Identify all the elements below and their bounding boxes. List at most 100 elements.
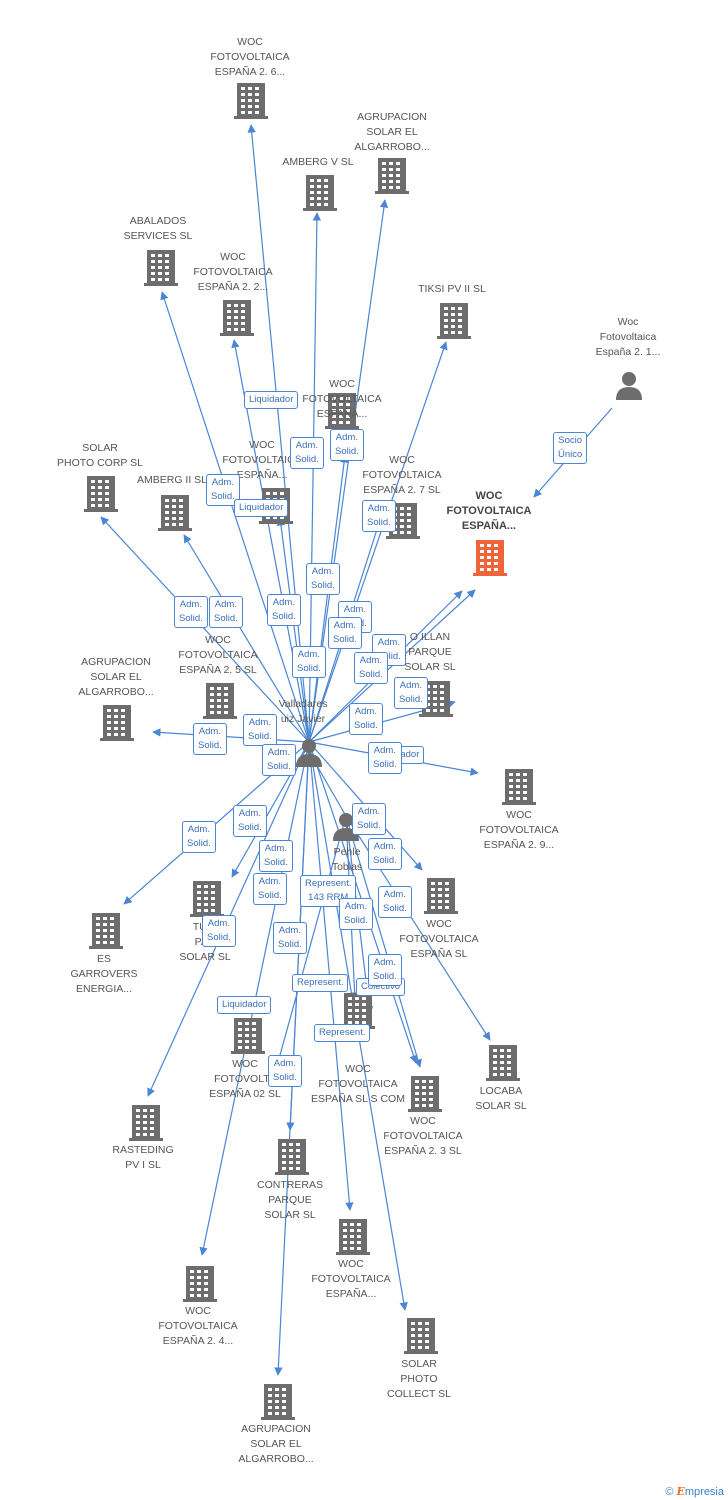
company-label[interactable]: RASTEDING PV I SL (112, 1144, 174, 1171)
relationship-badge: Adm. Solid. (243, 714, 277, 746)
company-label[interactable]: WOC FOTOVOLTAICA ESPAÑA... (446, 490, 532, 532)
relationship-badge: Adm. Solid. (268, 1055, 302, 1087)
relationship-badge: Adm. Solid. (262, 744, 296, 776)
company-label[interactable]: WOC FOTOVOLTAICA ESPAÑA... (302, 378, 382, 420)
relationship-badge: Adm. Solid. (290, 437, 324, 469)
building-icon[interactable] (89, 911, 123, 954)
edge-arrow (152, 728, 310, 743)
person-icon[interactable] (614, 370, 644, 405)
relationship-badge: Adm. Solid. (339, 898, 373, 930)
person-label[interactable]: Pehle Tobias (331, 846, 363, 873)
building-icon[interactable] (486, 1043, 520, 1086)
relationship-badge: Adm. Solid. (182, 821, 216, 853)
building-icon[interactable] (84, 474, 118, 517)
relationship-badge: Adm. Solid. (174, 596, 208, 628)
building-icon[interactable] (203, 681, 237, 724)
footer-brand[interactable]: © Empresia (665, 1485, 724, 1498)
company-label[interactable]: ABALADOS SERVICES SL (123, 215, 193, 242)
company-label[interactable]: WOC FOTOVOLTAICA ESPAÑA... (311, 1258, 391, 1300)
company-label[interactable]: WOC FOTOVOLTAICA ESPAÑA... (222, 439, 302, 481)
building-icon[interactable] (408, 1074, 442, 1117)
building-icon[interactable] (158, 493, 192, 536)
relationship-badge: Represent. (314, 1024, 371, 1042)
building-icon[interactable] (144, 248, 178, 291)
building-icon[interactable] (303, 173, 337, 216)
relationship-badge: Represent. (292, 974, 349, 992)
building-icon[interactable] (437, 301, 471, 344)
company-label[interactable]: AMBERG II SL (136, 474, 208, 486)
edge-arrow (160, 291, 310, 743)
company-label[interactable]: WOC FOTOVOLTA ESPAÑA 02 SL (209, 1058, 281, 1100)
relationship-badge: Adm. Solid. (354, 652, 388, 684)
edges-layer (100, 124, 613, 1376)
relationship-badge: Adm. Solid. (330, 429, 364, 461)
building-icon[interactable] (404, 1316, 438, 1359)
edge-arrow (308, 341, 448, 743)
company-label[interactable]: AGRUPACION SOLAR EL ALGARROBO... (238, 1423, 314, 1465)
company-label[interactable]: WOC FOTOVOLTAICA ESPAÑA 2. 4... (158, 1305, 238, 1347)
focus-building-icon[interactable] (473, 538, 507, 581)
relationship-badge: Liquidador (234, 499, 289, 517)
building-icon[interactable] (231, 1016, 265, 1059)
company-label[interactable]: WOC FOTOVOLTAICA ESPAÑA SL S COM (311, 1063, 405, 1105)
building-icon[interactable] (275, 1137, 309, 1180)
person-label[interactable]: Woc Fotovoltaica España 2. 1... (595, 316, 661, 358)
company-label[interactable]: WOC FOTOVOLTAICA ESPAÑA 2. 7 SL (362, 454, 442, 496)
relationship-badge: Adm. Solid. (193, 723, 227, 755)
building-icon[interactable] (190, 879, 224, 922)
edge-arrow (183, 534, 310, 743)
building-icon[interactable] (234, 81, 268, 124)
person-label[interactable]: Valladares uiz Javier (278, 698, 328, 725)
relationship-badge: Adm. Solid. (352, 803, 386, 835)
relationship-badge: Adm. Solid. (233, 805, 267, 837)
relationship-badge: Adm. Solid. (362, 500, 396, 532)
brand-name: mpresia (684, 1486, 724, 1498)
company-label[interactable]: LOCABA SOLAR SL (475, 1085, 527, 1112)
company-label[interactable]: WOC FOTOVOLTAICA ESPAÑA 2. 3 SL (383, 1115, 463, 1157)
building-icon[interactable] (220, 298, 254, 341)
edge-arrow (100, 516, 310, 743)
relationship-badge: Adm. Solid. (378, 886, 412, 918)
relationship-badge: Adm. Solid. (267, 594, 301, 626)
building-icon[interactable] (336, 1217, 370, 1260)
edge-arrow (274, 815, 347, 1067)
company-label[interactable]: SOLAR PHOTO COLLECT SL (387, 1358, 451, 1400)
building-icon[interactable] (325, 391, 359, 434)
company-label[interactable]: WOC FOTOVOLTAICA ESPAÑA 2. 6... (210, 36, 290, 78)
relationship-badge: Adm. Solid. (368, 742, 402, 774)
edge-arrow (308, 454, 349, 743)
relationship-badge: Liquidador (244, 391, 299, 409)
relationship-badge: Adm. Solid. (209, 596, 243, 628)
company-label[interactable]: AGRUPACION SOLAR EL ALGARROBO... (78, 656, 154, 698)
company-label[interactable]: WOC FOTOVOLTAICA ESPAÑA 2. 9... (479, 809, 559, 851)
relationship-badge: Adm. Solid. (328, 617, 362, 649)
building-icon[interactable] (100, 703, 134, 746)
company-label[interactable]: TIKSI PV II SL (418, 283, 486, 295)
brand-initial: E (676, 1485, 685, 1498)
company-label[interactable]: AMBERG V SL (282, 156, 354, 168)
copyright-symbol: © (665, 1486, 674, 1498)
company-label[interactable]: O ILLAN PARQUE SOLAR SL (404, 631, 456, 673)
relationship-badge: Adm. Solid. (273, 922, 307, 954)
relationship-badge: Adm. Solid. (306, 563, 340, 595)
edge-arrow (276, 517, 310, 743)
company-label[interactable]: CONTRERAS PARQUE SOLAR SL (257, 1179, 323, 1221)
relationship-badge: Socio Único (553, 432, 588, 464)
building-icon[interactable] (375, 156, 409, 199)
building-icon[interactable] (129, 1103, 163, 1146)
building-icon[interactable] (183, 1264, 217, 1307)
building-icon[interactable] (341, 991, 375, 1034)
relationship-badge: Adm. Solid. (259, 840, 293, 872)
company-label[interactable]: WOC FOTOVOLTAICA ESPAÑA 2. 5 SL (178, 634, 258, 676)
building-icon[interactable] (424, 876, 458, 919)
building-icon[interactable] (261, 1382, 295, 1425)
company-label[interactable]: SOLAR PHOTO CORP SL (57, 442, 143, 469)
company-label[interactable]: WOC FOTOVOLTAICA ESPAÑA 2. 2... (193, 251, 273, 293)
person-icon[interactable] (294, 737, 324, 772)
company-label[interactable]: AGRUPACION SOLAR EL ALGARROBO... (354, 111, 430, 153)
edge-arrow (308, 589, 476, 743)
relationship-badge: Represent. 143 RRM (300, 875, 357, 907)
company-label[interactable]: ES GARROVERS ENERGIA... (70, 953, 138, 995)
company-label[interactable]: WOC FOTOVOLTAICA ESPAÑA SL (399, 918, 479, 960)
building-icon[interactable] (502, 767, 536, 810)
